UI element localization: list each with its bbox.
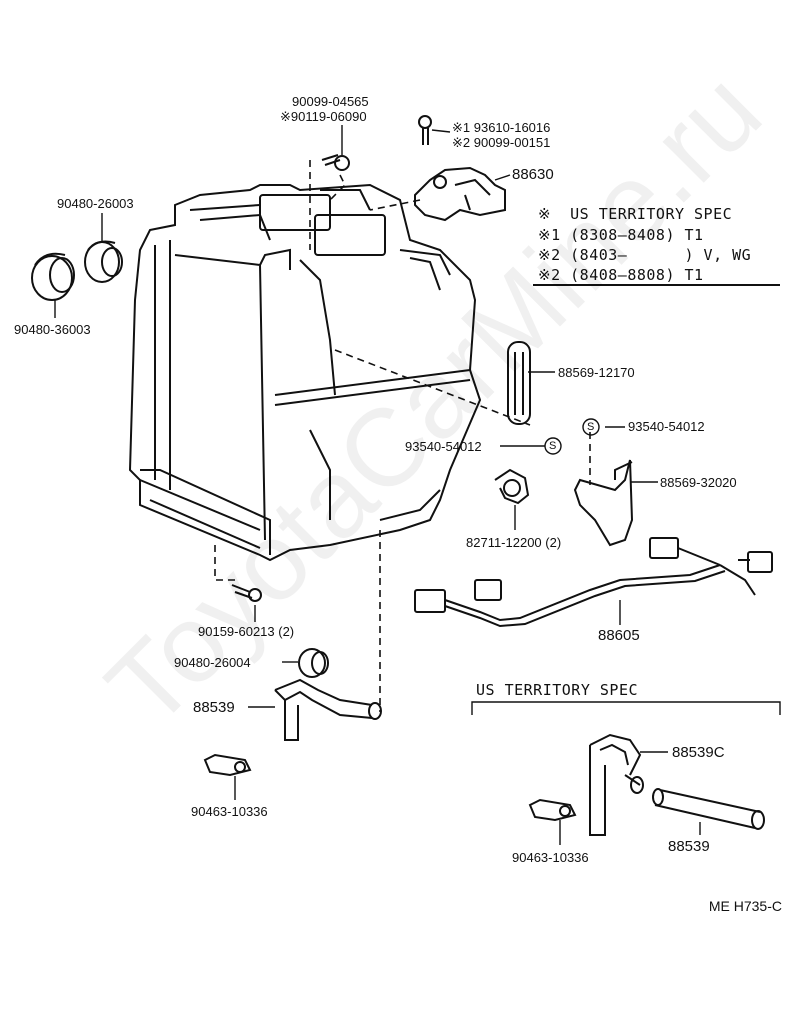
label-93540-54012-right: 93540-54012 — [628, 419, 705, 434]
clip-90463-10336-us — [528, 798, 577, 822]
label-90463-10336-us: 90463-10336 — [512, 850, 589, 865]
label-88569-32020: 88569-32020 — [660, 475, 737, 490]
s-symbol-left: S — [549, 440, 557, 452]
spec-line-1: ※ US TERRITORY SPEC — [538, 205, 733, 223]
label-93610-16016: ※1 93610-16016 — [452, 120, 551, 135]
plate-88569-12170 — [507, 341, 531, 425]
s-symbol-circle-left — [544, 437, 562, 455]
bracket-88569-32020 — [573, 459, 634, 547]
label-88539-us: 88539 — [668, 838, 710, 855]
reference-code: ME H735-C — [708, 898, 782, 914]
label-88569-12170: 88569-12170 — [558, 365, 635, 380]
label-88605: 88605 — [598, 627, 640, 644]
spec-line-2: ※1 (8308—8408) T1 — [538, 226, 704, 244]
grommet-90480-36003 — [31, 252, 75, 301]
label-90119-06090: ※90119-06090 — [280, 109, 367, 124]
pressure-switch-88630 — [414, 166, 506, 222]
clip-90463-10336 — [203, 753, 252, 777]
wire-harness-88605 — [414, 537, 773, 628]
hose-88539C — [589, 733, 644, 836]
grommet-90480-26003 — [84, 240, 123, 283]
label-88539C: 88539C — [672, 744, 725, 761]
label-90099-00151: ※2 90099-00151 — [452, 135, 551, 150]
leader-lines — [54, 125, 781, 845]
tube-88539-us — [652, 788, 765, 830]
drain-hose-88539 — [274, 678, 382, 741]
label-88539: 88539 — [193, 699, 235, 716]
s-symbol-circle-right — [582, 418, 600, 436]
evaporator-housing — [128, 183, 482, 562]
bolt-top — [321, 154, 350, 171]
screw-top-right — [418, 115, 432, 145]
us-spec-heading: US TERRITORY SPEC — [476, 681, 639, 699]
label-90159-60213: 90159-60213 (2) — [198, 624, 295, 639]
label-90463-10336: 90463-10336 — [191, 804, 268, 819]
label-90480-26004: 90480-26004 — [174, 655, 251, 670]
spec-line-3: ※2 (8403— ) V, WG — [538, 246, 752, 264]
label-82711-12200: 82711-12200 (2) — [466, 535, 562, 550]
s-symbol-right: S — [587, 421, 595, 433]
label-90099-04565: 90099-04565 — [292, 94, 369, 109]
bolt-90159-60213 — [231, 584, 262, 602]
label-88630: 88630 — [512, 166, 554, 183]
grommet-90480-26004 — [298, 648, 329, 678]
label-93540-54012-left: 93540-54012 — [405, 439, 482, 454]
label-90480-26003: 90480-26003 — [57, 196, 134, 211]
dashed-guides — [214, 160, 591, 712]
spec-line-4: ※2 (8408—8808) T1 — [538, 266, 704, 284]
label-90480-36003: 90480-36003 — [14, 322, 91, 337]
clamp-82711-12200 — [494, 468, 530, 505]
